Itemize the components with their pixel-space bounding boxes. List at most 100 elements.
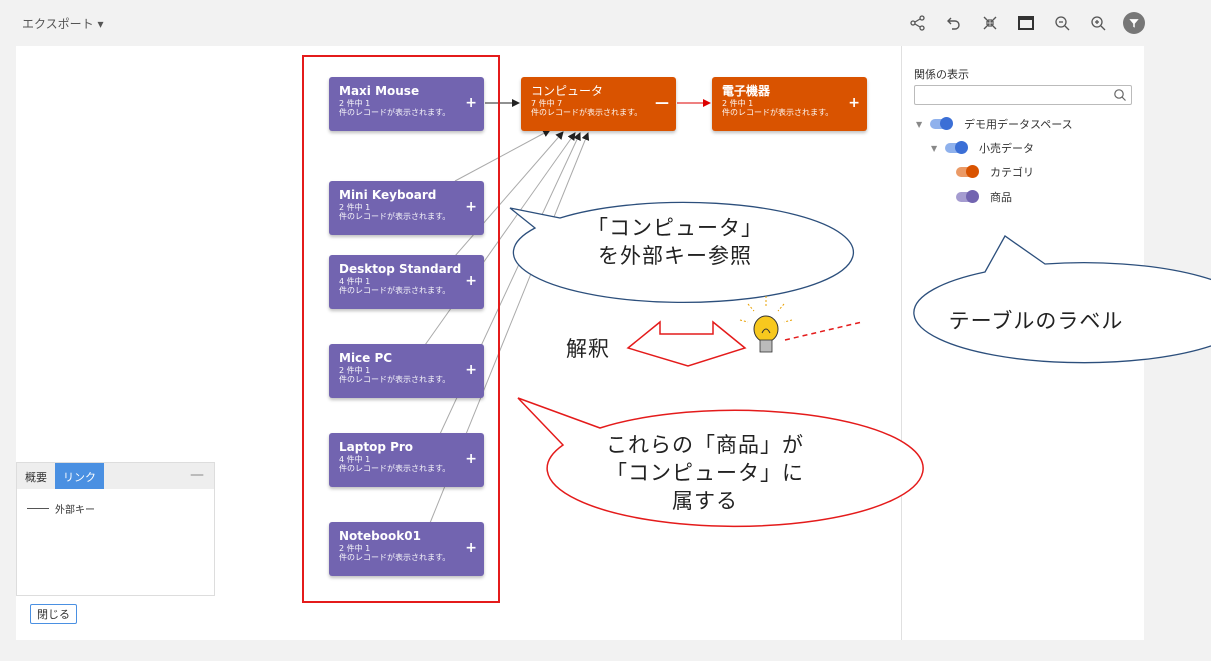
expand-icon[interactable]: + xyxy=(465,451,477,467)
toggle-knob xyxy=(955,141,968,154)
node-caption: 件のレコードが表示されます。 xyxy=(339,553,451,562)
visibility-toggle[interactable] xyxy=(956,190,979,203)
tree-item-label: カテゴリ xyxy=(990,166,1034,179)
annotation-line: 属する xyxy=(672,489,738,513)
node-caption: 件のレコードが表示されます。 xyxy=(531,108,643,117)
annotation-belongs: これらの「商品」が 「コンピュータ」に 属する xyxy=(560,431,850,515)
node-caption: 件のレコードが表示されます。 xyxy=(339,375,451,384)
arrow-icon xyxy=(626,320,747,367)
visibility-toggle[interactable] xyxy=(945,141,968,154)
annotation-line: これらの「商品」が xyxy=(606,433,804,457)
node-caption: 件のレコードが表示されます。 xyxy=(339,464,451,473)
link-desktop-computer xyxy=(454,131,564,257)
line-swatch xyxy=(27,508,49,509)
expand-icon[interactable]: + xyxy=(848,95,860,111)
top-bar: エクスポート ▾ xyxy=(0,0,1211,46)
chevron-down-icon[interactable]: ▼ xyxy=(916,119,923,129)
toggle-knob xyxy=(940,117,953,130)
tab-link[interactable]: リンク xyxy=(55,463,104,489)
legend-panel: 概要 リンク — 外部キー xyxy=(16,462,215,596)
node-title: Mice PC xyxy=(339,351,393,365)
link-micepc-computer xyxy=(424,132,576,346)
expand-icon[interactable]: + xyxy=(465,199,477,215)
node-caption: 件のレコードが表示されます。 xyxy=(339,108,451,117)
export-menu[interactable]: エクスポート ▾ xyxy=(22,17,104,31)
annotation-line: を外部キー参照 xyxy=(598,244,752,268)
node-caption: 件のレコードが表示されます。 xyxy=(339,212,451,221)
close-button[interactable]: 閉じる xyxy=(30,604,77,624)
node-count: 2 件中 1 xyxy=(339,99,371,108)
lightbulb-icon xyxy=(739,296,793,353)
node-caption: 件のレコードが表示されます。 xyxy=(339,286,451,295)
expand-icon[interactable]: + xyxy=(465,540,477,556)
annotation-foreign-key: 「コンピュータ」 を外部キー参照 xyxy=(560,214,790,270)
expand-icon[interactable]: + xyxy=(465,273,477,289)
node-mice-pc[interactable]: Mice PC 2 件中 1 件のレコードが表示されます。 + xyxy=(329,344,484,398)
annotation-line: 「コンピュータ」 xyxy=(587,216,763,240)
collapse-icon[interactable] xyxy=(979,12,1001,34)
node-computer[interactable]: コンピュータ 7 件中 7 件のレコードが表示されます。 — xyxy=(521,77,676,131)
node-title: コンピュータ xyxy=(531,84,604,98)
minimize-button[interactable]: — xyxy=(190,467,204,483)
tree-item-product[interactable]: 商品 xyxy=(956,189,1012,205)
node-count: 7 件中 7 xyxy=(531,99,563,108)
node-title: 電子機器 xyxy=(722,84,771,98)
node-title: Maxi Mouse xyxy=(339,84,420,98)
zoom-out-icon[interactable] xyxy=(1051,12,1073,34)
highlight-box xyxy=(302,55,500,603)
node-electronics[interactable]: 電子機器 2 件中 1 件のレコードが表示されます。 + xyxy=(712,77,867,131)
node-notebook01[interactable]: Notebook01 2 件中 1 件のレコードが表示されます。 + xyxy=(329,522,484,576)
legend-item-foreign-key: 外部キー xyxy=(27,501,95,516)
visibility-toggle[interactable] xyxy=(956,165,979,178)
node-count: 2 件中 1 xyxy=(339,203,371,212)
undo-icon[interactable] xyxy=(943,12,965,34)
toggle-knob xyxy=(966,165,979,178)
visibility-toggle[interactable] xyxy=(930,117,953,130)
zoom-in-icon[interactable] xyxy=(1087,12,1109,34)
toggle-knob xyxy=(966,190,979,203)
chevron-down-icon[interactable]: ▼ xyxy=(931,143,938,153)
legend-item-label: 外部キー xyxy=(55,505,95,516)
tree-item-demo-dataspace[interactable]: ▼ デモ用データスペース xyxy=(916,116,1073,132)
tree-item-category[interactable]: カテゴリ xyxy=(956,164,1034,180)
node-caption: 件のレコードが表示されます。 xyxy=(722,108,834,117)
node-count: 4 件中 1 xyxy=(339,277,371,286)
annotation-table-label: テーブルのラベル xyxy=(948,309,1124,333)
annotation-interpret: 解釈 xyxy=(566,337,610,361)
dashed-pointer xyxy=(784,321,863,341)
legend-tabs: 概要 リンク xyxy=(17,463,214,489)
speech-bubble-table-label xyxy=(913,235,1211,364)
node-title: Notebook01 xyxy=(339,529,421,543)
sidebar-search xyxy=(914,85,1132,107)
search-input[interactable] xyxy=(919,88,1113,107)
tab-summary[interactable]: 概要 xyxy=(25,471,47,484)
node-maxi-mouse[interactable]: Maxi Mouse 2 件中 1 件のレコードが表示されます。 + xyxy=(329,77,484,131)
node-mini-keyboard[interactable]: Mini Keyboard 2 件中 1 件のレコードが表示されます。 + xyxy=(329,181,484,235)
node-desktop-standard[interactable]: Desktop Standard 4 件中 1 件のレコードが表示されます。 + xyxy=(329,255,484,309)
link-minikeyboard-computer xyxy=(454,129,551,182)
expand-icon[interactable]: + xyxy=(465,362,477,378)
tree-item-label: デモ用データスペース xyxy=(964,118,1073,131)
toolbar xyxy=(907,12,1145,34)
node-count: 2 件中 1 xyxy=(722,99,754,108)
collapse-icon[interactable]: — xyxy=(655,95,669,111)
speech-bubble-foreign-key xyxy=(509,201,854,304)
fullscreen-icon[interactable] xyxy=(1015,12,1037,34)
filter-icon[interactable] xyxy=(1123,12,1145,34)
node-count: 2 件中 1 xyxy=(339,544,371,553)
tree-item-label: 商品 xyxy=(990,191,1012,204)
expand-icon[interactable]: + xyxy=(465,95,477,111)
node-title: Desktop Standard xyxy=(339,262,462,276)
node-count: 2 件中 1 xyxy=(339,366,371,375)
node-title: Mini Keyboard xyxy=(339,188,437,202)
node-title: Laptop Pro xyxy=(339,440,414,454)
tree-item-label: 小売データ xyxy=(979,142,1034,155)
annotation-line: 「コンピュータ」に xyxy=(606,461,804,485)
node-count: 4 件中 1 xyxy=(339,455,371,464)
node-laptop-pro[interactable]: Laptop Pro 4 件中 1 件のレコードが表示されます。 + xyxy=(329,433,484,487)
sidebar-title: 関係の表示 xyxy=(914,68,969,81)
tree-item-retail-data[interactable]: ▼ 小売データ xyxy=(931,140,1034,156)
share-icon[interactable] xyxy=(907,12,929,34)
search-icon[interactable] xyxy=(1113,88,1127,102)
